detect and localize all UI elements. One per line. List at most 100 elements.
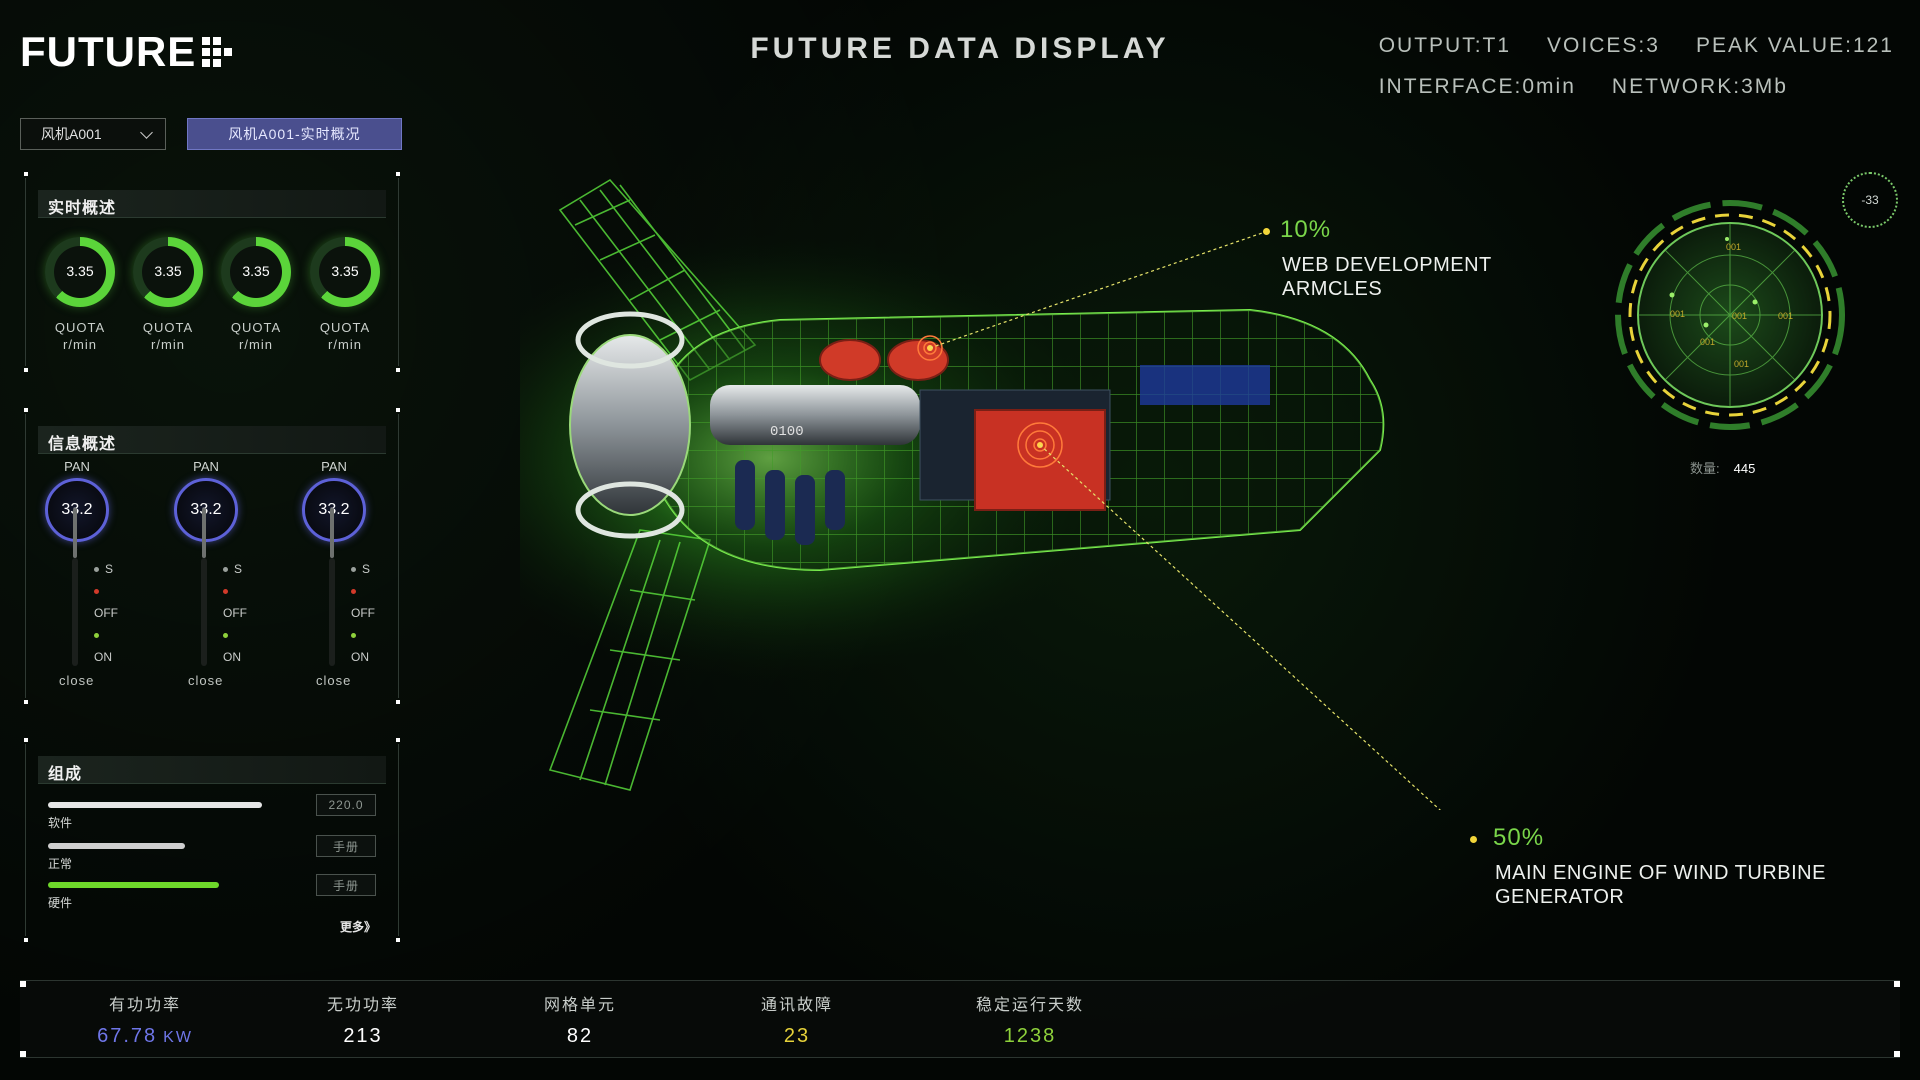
pan-value: 33.2	[174, 478, 238, 542]
status-dot-icon	[94, 633, 99, 639]
radar-label: 001	[1732, 311, 1747, 321]
callout-dot	[1470, 836, 1477, 843]
gauge-ring: 3.35	[45, 237, 115, 307]
close-label[interactable]: close	[316, 673, 352, 688]
switch-track[interactable]	[201, 558, 207, 666]
red-module-top-b	[887, 339, 949, 381]
realtime-overview-button[interactable]: 风机A001-实时概况	[187, 118, 402, 150]
pan-gauge: PAN33.2	[42, 459, 112, 542]
gauge-ring: 3.35	[310, 237, 380, 307]
pan-gauge: PAN 33.2	[299, 459, 369, 542]
red-module-top-a	[819, 339, 881, 381]
gauge-ring: 3.35	[133, 237, 203, 307]
info-panel-header: 信息概述	[38, 426, 386, 454]
radar-count: 数量:445	[1690, 461, 1756, 476]
cylinders	[735, 460, 845, 545]
kpi-value: 1238	[1003, 1025, 1057, 1047]
switch-option[interactable]: ON	[94, 624, 118, 668]
kpi-label: 通讯故障	[760, 997, 833, 1014]
gauge-value: 3.35	[242, 263, 270, 279]
switch-option[interactable]: OFF	[94, 580, 118, 624]
switch-handle[interactable]	[330, 508, 334, 558]
switch-option[interactable]: S	[223, 558, 247, 580]
composition-row: 正常	[48, 843, 273, 872]
logo-text: FUTURE	[20, 28, 197, 75]
info-panel: 信息概述	[24, 408, 400, 704]
close-label[interactable]: close	[188, 673, 224, 688]
more-link[interactable]: 更多》	[340, 920, 377, 934]
wind-turbine-nacelle-model: 0100	[520, 170, 1520, 810]
radar-label: 001	[1734, 359, 1749, 369]
logo-mark-icon	[202, 37, 233, 67]
radar-count-value: 445	[1733, 461, 1756, 476]
kpi-label: 网格单元	[543, 997, 616, 1014]
radar-blips	[1669, 237, 1758, 328]
info-panel-title: 信息概述	[48, 436, 117, 453]
pan-value: 33.2	[302, 478, 366, 542]
radar-label: 001	[1778, 311, 1793, 321]
stat-voices: VOICES:3	[1547, 34, 1660, 57]
realtime-panel-title: 实时概述	[48, 200, 117, 217]
realtime-panel: 实时概述	[24, 172, 400, 372]
realtime-panel-header: 实时概述	[38, 190, 386, 218]
stat-interface: INTERFACE:0min	[1378, 75, 1576, 98]
composition-row: 硬件	[48, 882, 273, 911]
callout-dot	[1263, 228, 1270, 235]
composition-button[interactable]: 220.0	[316, 794, 376, 816]
switch-option[interactable]: S	[94, 558, 118, 580]
pan-label: PAN	[64, 459, 90, 474]
radar-label: 001	[1700, 337, 1715, 347]
switch-handle[interactable]	[202, 508, 206, 558]
kpi-label: 无功功率	[326, 997, 399, 1014]
switch-handle[interactable]	[73, 508, 77, 558]
composition-panel-header: 组成	[38, 756, 386, 784]
status-dot-icon	[94, 567, 99, 573]
switch-option[interactable]: ON	[351, 624, 375, 668]
composition-label: 硬件	[48, 896, 73, 910]
kpi-item: 网格单元 82	[480, 991, 680, 1048]
composition-button[interactable]: 手册	[316, 835, 376, 857]
device-select[interactable]: 风机A001	[20, 118, 166, 150]
composition-label: 正常	[48, 857, 73, 871]
kpi-value: 213	[343, 1025, 383, 1047]
status-dot-icon	[351, 633, 356, 639]
close-label[interactable]: close	[59, 673, 95, 688]
composition-bar	[48, 882, 219, 888]
stat-peak-value: PEAK VALUE:121	[1695, 34, 1894, 57]
kpi-value: 82	[566, 1025, 594, 1047]
pan-label: PAN	[321, 459, 347, 474]
switch-option[interactable]: ON	[223, 624, 247, 668]
status-dot-icon	[94, 589, 99, 595]
composition-button[interactable]: 手册	[316, 874, 376, 896]
radar-label: 001	[1670, 309, 1685, 319]
mini-dial: -33	[1842, 172, 1898, 228]
composition-label: 软件	[48, 816, 73, 830]
composition-panel: 组成	[24, 738, 400, 942]
kpi-label: 有功功率	[108, 997, 181, 1014]
generator-module	[974, 409, 1106, 511]
gauge-ring: 3.35	[221, 237, 291, 307]
pan-gauge: PAN33.2	[171, 459, 241, 542]
gauge-value: 3.35	[331, 263, 359, 279]
switch-option[interactable]: OFF	[223, 580, 247, 624]
header-stats-row-1: OUTPUT:T1 VOICES:3 PEAK VALUE:121	[1379, 34, 1894, 58]
switch-track[interactable]	[72, 558, 78, 666]
switch-option[interactable]: OFF	[351, 580, 375, 624]
switch-option[interactable]: S	[351, 558, 375, 580]
switch-track[interactable]	[329, 558, 335, 666]
composition-row: 软件	[48, 802, 273, 831]
